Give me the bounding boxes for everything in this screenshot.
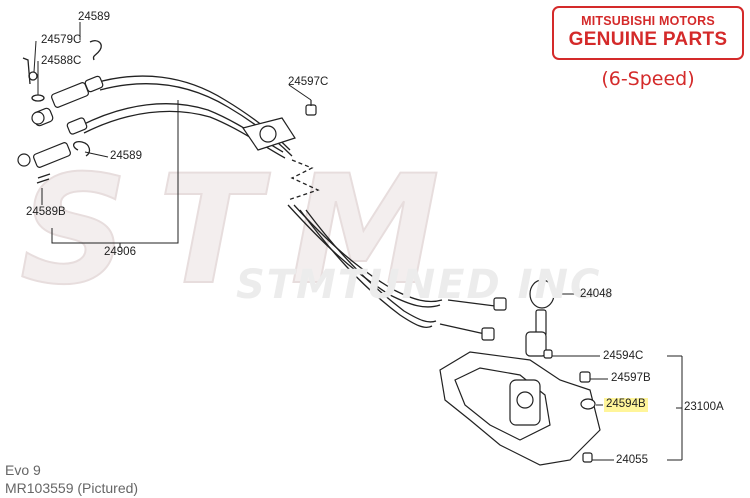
label-24597b: 24597B (611, 372, 651, 384)
shift-lever-assembly (439, 349, 601, 466)
badge-brand: MITSUBISHI MOTORS (581, 14, 715, 28)
stm-watermark: STM (19, 143, 470, 319)
label-24906: 24906 (104, 246, 136, 258)
stm-watermark-big: STM (20, 144, 470, 318)
label-24048: 24048 (580, 288, 612, 300)
cable-ends-left (17, 75, 104, 168)
genuine-parts-badge: MITSUBISHI MOTORS GENUINE PARTS (552, 6, 744, 60)
stm-watermark-tagline: STMTUNED INC. (236, 262, 619, 308)
label-24055: 24055 (616, 454, 648, 466)
badge-genuine: GENUINE PARTS (568, 29, 728, 50)
label-24594c: 24594C (603, 350, 644, 362)
label-24589-top: 24589 (78, 11, 110, 23)
label-24597c: 24597C (288, 76, 329, 88)
speed-label: (6-Speed) (601, 68, 695, 90)
shift-knob (481, 279, 555, 357)
label-24594b: 24594B (604, 398, 648, 412)
label-24579c: 24579C (41, 34, 82, 46)
cable-bracket (242, 100, 317, 151)
footer-model: Evo 9 (5, 462, 41, 478)
clips (22, 40, 102, 184)
label-24588c: 24588C (41, 55, 82, 67)
label-24589-mid: 24589 (110, 150, 142, 162)
leader-lines (33, 22, 683, 461)
label-23100a: 23100A (684, 401, 724, 413)
label-24589b: 24589B (26, 206, 66, 218)
footer-part-number: MR103559 (Pictured) (5, 480, 139, 496)
